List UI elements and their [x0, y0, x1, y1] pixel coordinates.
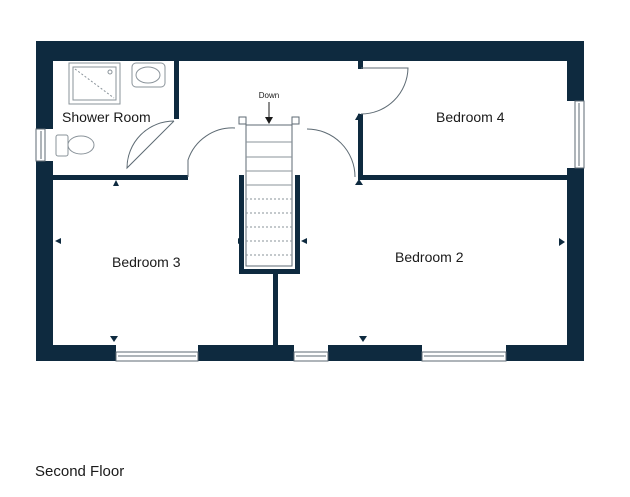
shower-tray	[68, 62, 121, 105]
marker-up-icon	[355, 113, 363, 120]
stair-bottom-wall	[239, 269, 300, 274]
down-arrow-icon	[265, 117, 273, 124]
windows	[35, 100, 585, 362]
wall-top	[36, 41, 584, 61]
bedroom4-left-wall	[358, 114, 363, 180]
marker-left-icon	[55, 238, 61, 244]
shower-room-right-wall	[174, 61, 179, 119]
wall-bottom-3	[328, 345, 422, 361]
door-bedroom3	[187, 127, 236, 177]
markers	[55, 113, 565, 342]
stair-right-wall	[295, 175, 300, 274]
room-label-bedroom-3: Bedroom 3	[112, 254, 181, 270]
room-label-bedroom-2: Bedroom 2	[395, 249, 464, 265]
stair-direction-label: Down	[259, 91, 279, 100]
stair-left-wall	[239, 175, 244, 274]
wall-bottom-2	[198, 345, 294, 361]
marker-down-icon	[110, 336, 118, 342]
wall-left-upper	[36, 41, 53, 129]
marker-down-icon	[359, 336, 367, 342]
stair-newel-right	[291, 116, 300, 125]
marker-right-icon	[559, 238, 565, 246]
door-bedroom2	[306, 128, 356, 178]
bedroom4-left-wall-top	[358, 61, 363, 69]
bedroom4-bottom-wall	[358, 175, 567, 180]
outer-walls	[36, 41, 584, 361]
wall-left-lower	[36, 161, 53, 361]
wall-bottom-1	[36, 345, 116, 361]
wall-right-lower	[567, 168, 584, 361]
marker-up-icon	[355, 179, 363, 185]
staircase: Down	[238, 91, 300, 267]
stair-newel-left	[238, 116, 247, 125]
wall-bottom-4	[506, 345, 584, 361]
door-shower-room	[126, 120, 175, 170]
bedroom-divider-wall	[273, 274, 278, 345]
marker-right-icon	[238, 238, 243, 244]
room-label-bedroom-4: Bedroom 4	[436, 109, 505, 125]
internal-walls	[53, 61, 567, 345]
marker-left-icon	[301, 238, 307, 244]
doors	[126, 67, 409, 178]
room-label-shower-room: Shower Room	[62, 109, 151, 125]
marker-up-icon	[113, 180, 119, 186]
floor-title: Second Floor	[35, 463, 125, 480]
shower-room-bottom-wall	[53, 175, 188, 180]
wash-basin	[131, 62, 166, 88]
door-bedroom4	[360, 67, 409, 115]
toilet	[55, 134, 69, 157]
shower-fixtures	[55, 62, 166, 157]
wall-right-upper	[567, 41, 584, 101]
